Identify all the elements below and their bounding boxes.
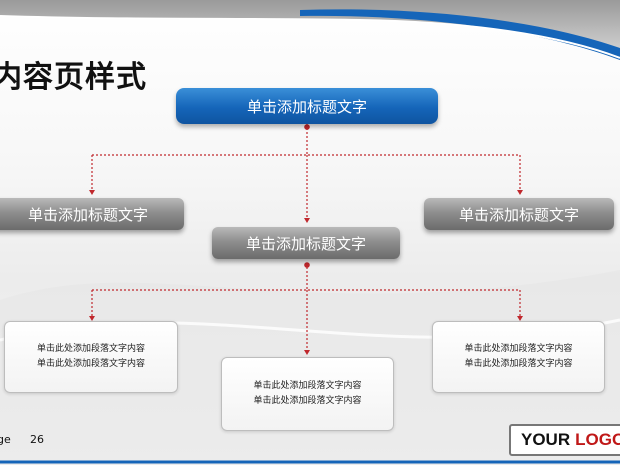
arrow-textbox-2: [304, 350, 310, 355]
text-box-1-line-1: 单击此处添加段落文字内容: [36, 344, 145, 354]
root-title-label: 单击添加标题文字: [246, 97, 367, 116]
text-box-2-line-1: 单击此处添加段落文字内容: [253, 381, 362, 391]
text-box-3-line-2: 单击此处添加段落文字内容: [464, 359, 573, 369]
top-white-line: [0, 15, 620, 59]
arrow-child-2: [304, 218, 310, 223]
text-box-1[interactable]: 单击此处添加段落文字内容 单击此处添加段落文字内容: [4, 321, 178, 393]
root-title-box[interactable]: 单击添加标题文字: [176, 88, 438, 124]
connector-arrows: [89, 124, 523, 355]
connector-dot-bottom: [304, 262, 310, 268]
logo-text-your: YOUR: [521, 430, 571, 449]
text-box-1-line-2: 单击此处添加段落文字内容: [36, 359, 145, 369]
arrow-child-1: [89, 190, 95, 195]
text-box-3-line-1: 单击此处添加段落文字内容: [464, 344, 573, 354]
child-title-label-1: 单击添加标题文字: [27, 205, 148, 224]
child-title-label-3: 单击添加标题文字: [458, 205, 579, 224]
slide-title: 内容页样式: [0, 60, 147, 95]
child-title-box-1[interactable]: 单击添加标题文字: [0, 198, 184, 230]
top-blue-swoosh: [300, 9, 620, 60]
page-number: 26: [30, 433, 44, 446]
arrow-child-3: [517, 190, 523, 195]
arrow-textbox-3: [517, 316, 523, 321]
child-title-box-3[interactable]: 单击添加标题文字: [424, 198, 614, 230]
child-title-box-2[interactable]: 单击添加标题文字: [212, 227, 400, 259]
page-label: ge: [0, 433, 11, 446]
top-gray-band: [0, 0, 620, 58]
connector-dot-top: [304, 124, 310, 130]
logo-text-logo: LOGO: [575, 430, 620, 449]
arrow-textbox-1: [89, 316, 95, 321]
text-box-2[interactable]: 单击此处添加段落文字内容 单击此处添加段落文字内容: [221, 357, 394, 431]
company-logo: YOUR LOGO: [509, 424, 620, 456]
text-box-2-line-2: 单击此处添加段落文字内容: [253, 396, 362, 406]
child-title-label-2: 单击添加标题文字: [245, 234, 366, 253]
text-box-3[interactable]: 单击此处添加段落文字内容 单击此处添加段落文字内容: [432, 321, 605, 393]
